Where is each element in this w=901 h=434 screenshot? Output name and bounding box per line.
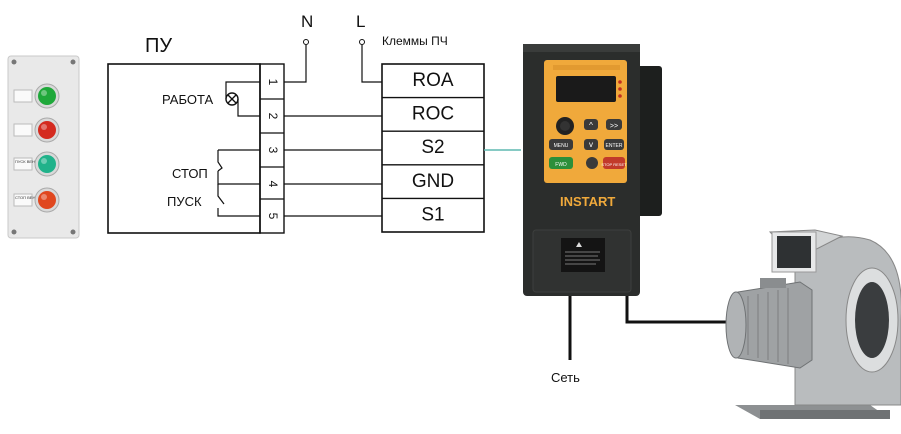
panel-terminal-strip <box>259 63 285 234</box>
warning-label <box>561 238 605 272</box>
vfd-terminal-s2: S2 <box>421 137 444 158</box>
control-wires <box>284 115 382 217</box>
brand-logo: INSTART <box>560 194 615 209</box>
svg-text:^: ^ <box>589 121 593 130</box>
vfd-terminals-title: Клеммы ПЧ <box>382 34 448 48</box>
pushbutton-label: ПУСК ВЕНТ <box>15 159 38 164</box>
display-screen <box>556 76 616 102</box>
panel-title: ПУ <box>145 35 172 57</box>
menu-key <box>549 139 573 150</box>
l-label: L <box>356 12 365 31</box>
lamp-label: РАБОТА <box>162 92 213 107</box>
svg-text:>>: >> <box>610 123 618 130</box>
pushbutton-4: СТОП ВЕНТ <box>13 187 60 213</box>
lamp-wire-bottom <box>237 99 260 117</box>
lamp-wire-top <box>225 81 260 99</box>
n-wire <box>284 45 307 83</box>
mains-label: Сеть <box>551 370 580 385</box>
pushbutton-2 <box>13 117 60 143</box>
panel-terminal-2: 2 <box>266 113 280 120</box>
pushbutton-1 <box>13 83 60 109</box>
svg-text:ENTER: ENTER <box>606 143 623 149</box>
stop-contact-icon <box>217 149 260 185</box>
start-label: ПУСК <box>167 194 202 209</box>
up-key <box>584 119 598 130</box>
vfd-terminal-gnd: GND <box>412 171 454 192</box>
n-label: N <box>301 12 313 31</box>
svg-text:FWD: FWD <box>555 162 567 168</box>
motor-cable <box>625 296 740 324</box>
stop-label: СТОП <box>172 166 208 181</box>
enter-key <box>604 139 624 150</box>
vfd-terminal-roa: ROA <box>412 70 454 91</box>
svg-text:v: v <box>589 140 593 149</box>
vfd-terminal-box <box>381 63 485 233</box>
panel-terminal-3: 3 <box>266 147 280 154</box>
vfd-terminal-roc: ROC <box>412 104 454 125</box>
panel-terminal-4: 4 <box>266 181 280 188</box>
run-key <box>549 157 573 169</box>
l-terminal-icon <box>359 39 365 45</box>
panel-terminal-1: 1 <box>266 79 280 86</box>
lamp-icon <box>225 92 239 106</box>
start-contact-icon <box>217 184 260 217</box>
pushbutton-3: ПУСК ВЕНТ <box>13 151 60 177</box>
l-wire <box>361 45 382 83</box>
centrifugal-fan <box>725 229 901 419</box>
n-terminal-icon <box>303 39 309 45</box>
down-key <box>584 139 598 150</box>
p-key <box>586 157 598 169</box>
stop-key <box>603 157 625 169</box>
frequency-inverter: ^ >> MENU v ENTER FWD STOP RESET INSTART <box>523 44 662 296</box>
svg-text:STOP RESET: STOP RESET <box>601 162 627 167</box>
pushbutton-label: СТОП ВЕНТ <box>15 195 38 200</box>
shift-key <box>606 119 622 130</box>
panel-terminal-5: 5 <box>266 213 280 220</box>
svg-text:MENU: MENU <box>554 143 569 149</box>
vfd-terminal-s1: S1 <box>421 204 444 225</box>
